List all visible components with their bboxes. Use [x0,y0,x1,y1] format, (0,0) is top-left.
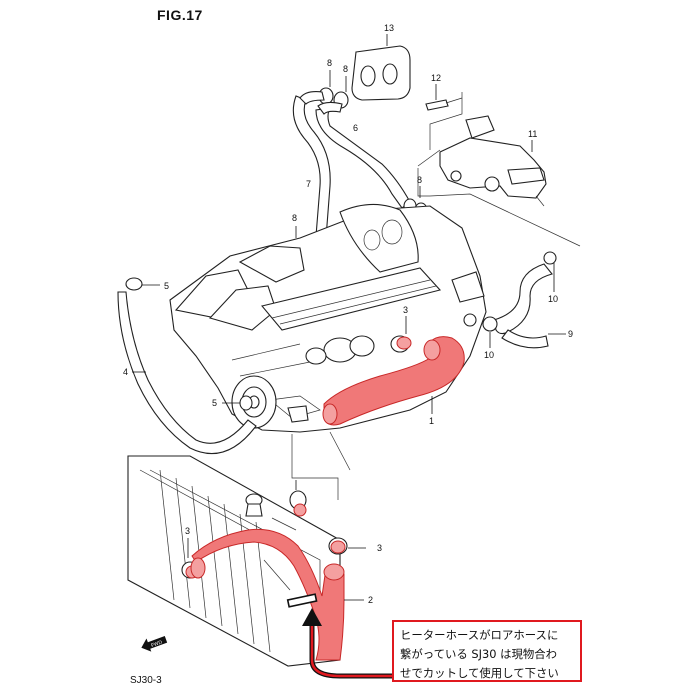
hose-part-4 [117,291,257,455]
fwd-marker: FWD [141,636,168,652]
upper-radiator-hose-part-1 [322,336,465,426]
hose-part-6 [315,101,411,209]
callout-5-top: 5 [164,281,169,291]
callout-8-lower: 8 [292,213,297,223]
callout-8-left: 8 [327,58,332,68]
callout-8-right: 8 [343,64,348,74]
callout-3-right: 3 [377,543,382,553]
note-line-1: ヒーターホースがロアホースに [400,628,559,642]
clamp-part-5 [125,277,253,411]
callout-4: 4 [123,367,128,377]
lower-radiator-hose-part-2 [190,528,364,661]
grommet-part-13 [351,34,411,101]
note-line-3: せでカットして使用して下さい [400,666,559,680]
callout-10-lower: 10 [484,350,494,360]
callout-6: 6 [353,123,358,133]
figure-title: FIG.17 [157,7,203,23]
reference-code: SJ30-3 [130,675,162,686]
callout-11: 11 [528,129,537,139]
guide-lines [291,431,351,500]
engine-block [169,203,487,433]
valve-part-11 [417,115,581,247]
callout-3-upper: 3 [403,305,408,315]
fwd-label: FWD [150,639,163,649]
callout-10-right: 10 [548,294,558,304]
callout-2: 2 [368,595,373,605]
callout-13: 13 [384,23,394,33]
callout-12: 12 [431,73,441,83]
screw-part-12 [425,84,463,150]
callout-3-left: 3 [185,526,190,536]
callout-1: 1 [429,416,434,426]
callout-5-bottom: 5 [212,398,217,408]
callout-7: 7 [306,179,311,189]
callout-8-upper: 8 [417,175,422,185]
note-line-2: 繋がっている SJ30 は現物合わ [400,647,558,661]
clamp-part-10 [482,251,566,348]
radiator [127,455,341,667]
water-pump-pulley [231,375,277,429]
callout-labels: 13 8 8 12 6 11 7 8 8 5 3 10 9 10 4 5 1 3… [123,23,573,605]
callout-9: 9 [568,329,573,339]
clamp-part-3-upper [390,316,412,353]
instruction-note: ヒーターホースがロアホースに 繋がっている SJ30 は現物合わ せでカットして… [392,620,582,682]
cut-indicator [286,593,392,679]
hose-part-9 [493,263,553,349]
